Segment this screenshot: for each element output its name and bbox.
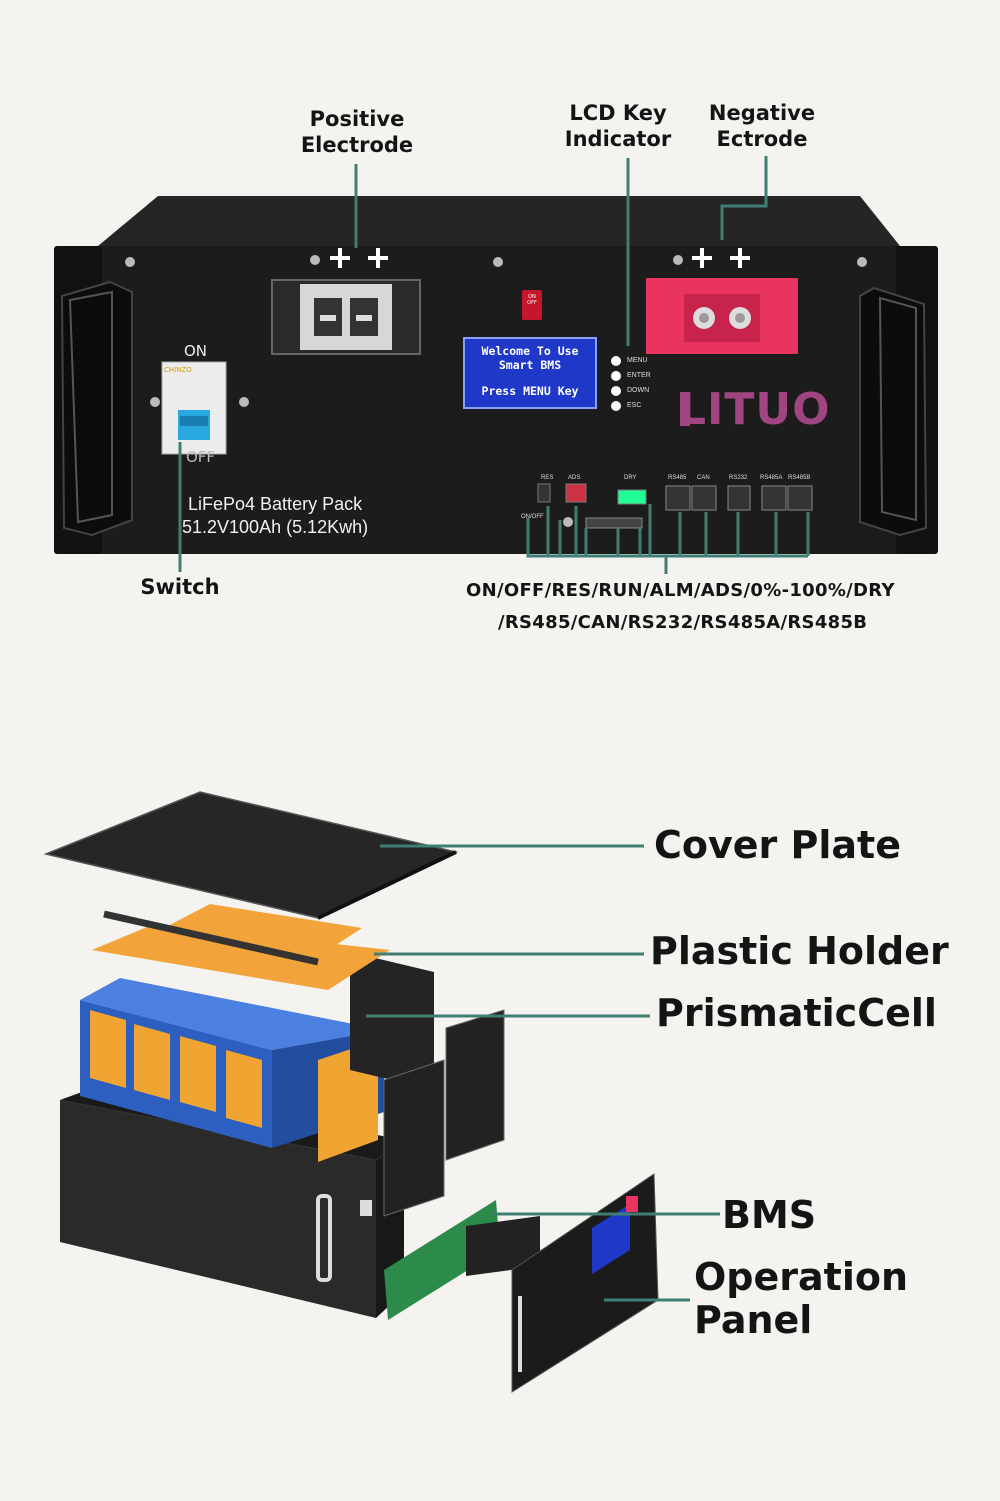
port-dry-label: DRY (624, 475, 637, 481)
brand-logo: LITUO (678, 384, 831, 435)
label-negative-electrode: Negative Ectrode (700, 100, 824, 153)
plastic-holder-1 (92, 924, 390, 990)
port-ads-label: ADS (568, 475, 581, 481)
label-operation-panel: Operation Panel (694, 1256, 908, 1341)
leader-ports (526, 504, 810, 574)
port-rs485a-label: RS485A (760, 475, 783, 481)
exploded-battery-view (43, 791, 659, 1393)
button-enter-label: ENTER (627, 372, 651, 379)
ports-caption-line2: /RS485/CAN/RS232/RS485A/RS485B (498, 612, 868, 633)
pack-spec: 51.2V100Ah (5.12Kwh) (182, 517, 369, 537)
leader-negative (720, 156, 768, 240)
holder-bar (103, 910, 319, 966)
breaker-brand: CHINZO (164, 366, 192, 374)
case-front (60, 1100, 376, 1318)
panel-screws (125, 255, 867, 527)
prismatic-cells-front (80, 1000, 272, 1148)
rocker-on: ON (528, 294, 536, 300)
lcd-line-3: Press MENU Key (481, 384, 579, 398)
label-prismatic-cell: PrismaticCell (656, 991, 937, 1035)
pack-name: LiFePo4 Battery Pack (188, 494, 363, 514)
label-negative-line1: Negative (708, 101, 816, 125)
label-lcd-line1: LCD Key (569, 101, 667, 125)
port-res-label: RES (541, 475, 554, 481)
panel-top-lid (98, 196, 900, 246)
on-off-rocker-switch (522, 290, 542, 320)
label-positive-line2: Electrode (300, 133, 414, 158)
lcd-buttons (611, 356, 621, 411)
label-positive-line1: Positive (309, 107, 405, 131)
breaker-on-label: ON (184, 342, 208, 360)
lcd-screen-frame (463, 337, 597, 409)
bms-module (466, 1216, 540, 1276)
ports-caption-line1: ON/OFF/RES/RUN/ALM/ADS/0%-100%/DRY (466, 580, 895, 601)
top-leader-lines (178, 156, 810, 574)
label-plastic-holder: Plastic Holder (650, 929, 949, 973)
cell-orange-labels (90, 1010, 262, 1128)
label-operation-line1: Operation (694, 1255, 909, 1299)
communication-ports (537, 483, 813, 529)
button-esc-label: ESC (627, 402, 642, 409)
label-bms: BMS (722, 1193, 817, 1237)
rocker-labels: ON OFF (525, 294, 539, 306)
right-handle (859, 286, 928, 537)
mounting-bracket-2 (445, 1009, 505, 1161)
port-onoff-label: ON/OFF (521, 514, 544, 520)
positive-terminal-cover (300, 284, 392, 350)
lcd-line-1: Welcome To Use (481, 344, 579, 358)
lcd-screen: Welcome To Use Smart BMS Press MENU Key (466, 340, 594, 406)
brand-logo-shapes (680, 392, 690, 426)
button-down-label: DOWN (627, 387, 650, 394)
label-negative-line2: Ectrode (716, 127, 808, 152)
port-rs232-label: RS232 (729, 475, 748, 481)
breaker-off-label: OFF (186, 448, 216, 466)
port-rs485b-label: RS485B (788, 475, 811, 481)
lcd-line-2: Smart BMS (498, 358, 562, 372)
rocker-off: OFF (527, 300, 537, 306)
operation-panel-lcd (592, 1204, 630, 1274)
port-can-label: CAN (697, 475, 710, 481)
circuit-breaker (161, 361, 227, 455)
label-operation-line2: Panel (694, 1297, 813, 1342)
bottom-leader-lines (366, 844, 720, 1302)
label-cover-plate: Cover Plate (654, 823, 901, 867)
prismatic-cells-top (80, 978, 384, 1050)
mounting-bracket-1 (383, 1059, 445, 1217)
label-positive-electrode: Positive Electrode (292, 106, 422, 159)
label-lcd-line2: Indicator (564, 127, 672, 152)
left-handle (60, 280, 133, 537)
port-rs485-label: RS485 (668, 475, 687, 481)
positive-plus-signs (330, 248, 750, 268)
side-wall-plate (350, 952, 434, 1090)
plastic-holder-2 (160, 904, 362, 958)
cover-plate-shape (43, 791, 459, 919)
battery-front-panel (54, 196, 938, 554)
button-menu-label: MENU (627, 357, 648, 364)
label-lcd-key-indicator: LCD Key Indicator (556, 100, 680, 153)
label-switch: Switch (140, 575, 220, 599)
